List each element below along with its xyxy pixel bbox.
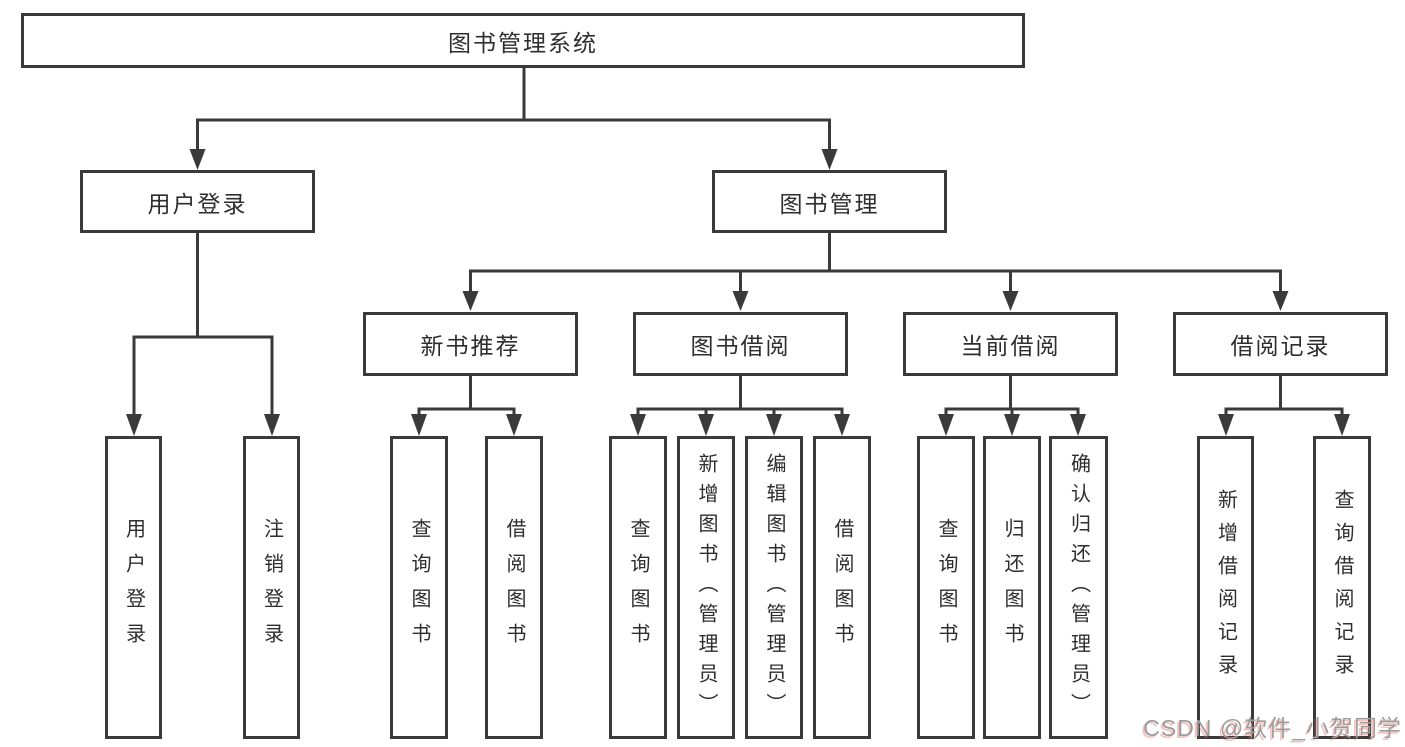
leaf-borrow-books-1: 借阅图书	[485, 436, 543, 739]
leaf-label: 新增图书（管理员）	[695, 452, 717, 723]
leaf-label: 查询借阅记录	[1331, 488, 1353, 687]
leaf-label: 查询图书	[408, 517, 430, 658]
node-label: 当前借阅	[960, 333, 1061, 359]
leaf-add-borrow-record: 新增借阅记录	[1197, 436, 1254, 739]
node-label: 图书管理系统	[448, 29, 598, 56]
node-book-borrow: 图书借阅	[633, 312, 848, 376]
node-label: 图书借阅	[690, 333, 791, 359]
leaf-label: 借阅图书	[831, 517, 853, 658]
node-label: 新书推荐	[420, 333, 521, 359]
leaf-edit-book-admin: 编辑图书（管理员）	[745, 436, 803, 739]
node-user-login: 用户登录	[80, 170, 315, 233]
leaf-logout: 注销登录	[243, 436, 300, 739]
leaf-label: 注销登录	[260, 517, 283, 658]
csdn-watermark: CSDN @软件_小贺同学	[1143, 715, 1402, 741]
node-label: 借阅记录	[1230, 333, 1331, 359]
leaf-label: 新增借阅记录	[1214, 488, 1237, 687]
leaf-label: 编辑图书（管理员）	[763, 452, 785, 723]
node-library-management-system: 图书管理系统	[21, 13, 1025, 68]
leaf-label: 查询图书	[935, 517, 957, 658]
arrowhead-icons	[126, 149, 1350, 436]
leaf-return-book: 归还图书	[983, 436, 1041, 739]
leaf-label: 用户登录	[122, 517, 145, 658]
leaf-label: 查询图书	[627, 517, 649, 658]
node-borrow-records: 借阅记录	[1173, 312, 1388, 376]
leaf-query-books-1: 查询图书	[390, 436, 448, 739]
leaf-borrow-books-2: 借阅图书	[813, 436, 871, 739]
leaf-user-login: 用户登录	[105, 436, 162, 739]
node-current-borrow: 当前借阅	[903, 312, 1118, 376]
node-label: 图书管理	[779, 190, 880, 217]
leaf-confirm-return-admin: 确认归还（管理员）	[1049, 436, 1108, 739]
leaf-label: 确认归还（管理员）	[1067, 452, 1090, 723]
leaf-query-books-3: 查询图书	[917, 436, 975, 739]
leaf-query-borrow-record: 查询借阅记录	[1313, 436, 1371, 739]
leaf-label: 归还图书	[1001, 517, 1023, 658]
node-new-book-recommend: 新书推荐	[363, 312, 578, 376]
leaf-label: 借阅图书	[503, 517, 525, 658]
leaf-add-book-admin: 新增图书（管理员）	[677, 436, 735, 739]
leaf-query-books-2: 查询图书	[609, 436, 667, 739]
node-label: 用户登录	[147, 190, 248, 217]
node-book-management: 图书管理	[712, 170, 947, 233]
